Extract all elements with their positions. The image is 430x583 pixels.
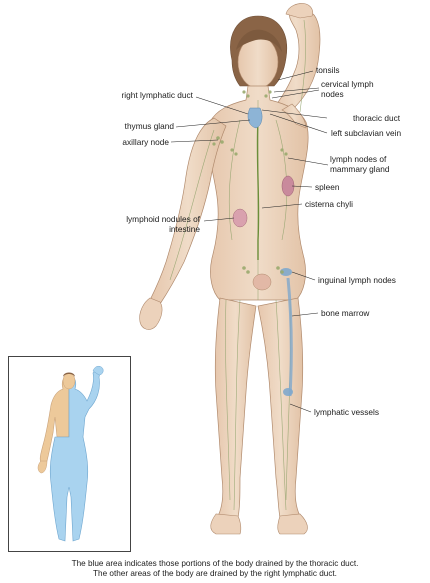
label-lymphatic-vessels: lymphatic vessels	[314, 408, 379, 418]
inset-figure	[9, 357, 130, 551]
label-right-lymphatic-duct: right lymphatic duct	[108, 91, 193, 101]
head	[230, 16, 286, 88]
label-lymph-nodes-mammary: lymph nodes of mammary gland	[330, 155, 400, 174]
label-cervical-lymph-nodes: cervical lymph nodes	[321, 80, 381, 99]
label-bone-marrow: bone marrow	[321, 309, 369, 319]
figure-caption: The blue area indicates those portions o…	[0, 559, 430, 579]
drainage-inset	[8, 356, 131, 552]
label-thymus-gland: thymus gland	[112, 122, 174, 132]
label-left-subclavian-vein: left subclavian vein	[331, 129, 401, 139]
bladder	[253, 274, 271, 290]
left-leg	[215, 298, 256, 518]
label-inguinal-lymph-nodes: inguinal lymph nodes	[318, 276, 396, 286]
right-leg	[258, 298, 303, 518]
label-axillary-node: axillary node	[110, 138, 169, 148]
intestine-nodules	[233, 209, 247, 227]
label-tonsils: tonsils	[316, 66, 340, 76]
label-spleen: spleen	[315, 183, 339, 193]
label-lymphoid-nodules: lymphoid nodules of intestine	[108, 215, 200, 234]
label-cisterna-chyli: cisterna chyli	[305, 200, 353, 210]
hand	[140, 298, 162, 329]
caption-line-2: The other areas of the body are drained …	[0, 569, 430, 579]
caption-line-1: The blue area indicates those portions o…	[0, 559, 430, 569]
label-thoracic-duct: thoracic duct	[353, 114, 400, 124]
